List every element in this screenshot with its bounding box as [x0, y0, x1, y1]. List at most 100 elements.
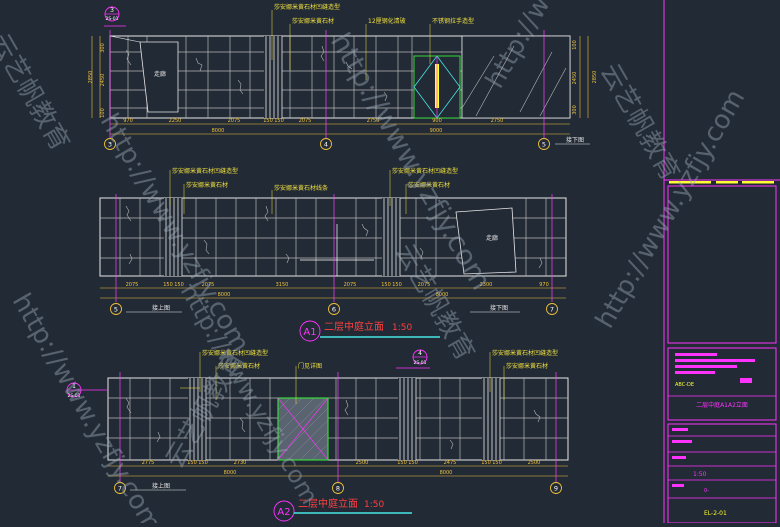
- watermark-brand: 云艺帆教育: [0, 29, 75, 157]
- stone-texture: [285, 253, 290, 264]
- title-block-strip: [669, 181, 711, 184]
- a1-outline: [99, 197, 567, 277]
- stone-texture: [237, 79, 244, 95]
- stone-texture: [195, 57, 203, 72]
- axis-bubble: [320, 138, 332, 150]
- stone-texture: [264, 205, 269, 222]
- axis-bubble: [332, 482, 344, 494]
- dimension-value: 2500: [528, 460, 541, 466]
- dimension-value: 150: [381, 282, 391, 288]
- title-block-text-bar: [675, 359, 755, 362]
- title-block-frame-bottom: [667, 423, 777, 524]
- section-reference: 2S-01: [105, 16, 118, 22]
- stone-texture: [344, 399, 349, 416]
- a2-dimension-texts: 2775 150 150 2730 2500 150 150 2475 150 …: [142, 460, 541, 476]
- axis-bubbles: 5 6 7: [110, 303, 558, 315]
- door-hatch: [277, 397, 329, 461]
- label-stone: 莎安娜米黄石材: [408, 181, 450, 189]
- view-title: 二层中庭立面: [298, 497, 358, 510]
- dimension-value: 150: [397, 460, 407, 466]
- sheet-number: EL-2-01: [704, 510, 727, 517]
- hatch-line: [277, 397, 291, 411]
- dimension-value: 2075: [299, 118, 312, 124]
- stone-texture: [128, 253, 133, 265]
- watermark-brand: 云艺帆教育: [594, 59, 685, 187]
- axis-label: 5: [542, 141, 546, 149]
- corridor-label: 走廊: [154, 70, 166, 78]
- axis-lines: [119, 372, 557, 482]
- axis-label: 7: [550, 306, 554, 314]
- top-elevation: 走廊 970 2250 2075 15: [88, 3, 598, 150]
- continuation-note-right: 接下图: [490, 304, 508, 312]
- axis-label: 4: [324, 141, 328, 149]
- dimension-total: 8000: [436, 292, 449, 298]
- dimension-value: 2075: [126, 282, 139, 288]
- stone-texture: [538, 257, 543, 269]
- dimension-value: 2475: [444, 460, 457, 466]
- title-block-mark: [740, 378, 752, 383]
- top-leaders: [271, 10, 431, 80]
- a1-dimensions: [100, 287, 566, 299]
- height-value-left: 300: [100, 43, 106, 53]
- section-number: 1: [72, 383, 76, 390]
- height-value-left: 2450: [100, 74, 106, 87]
- dimension-total: 8000: [212, 128, 225, 134]
- dimension-value: 2730: [234, 460, 247, 466]
- dimension-value: 2075: [228, 118, 241, 124]
- dimension-value: 150: [174, 282, 184, 288]
- title-block-text-bar: [675, 365, 737, 368]
- glass-hatch: [519, 51, 553, 113]
- stone-texture: [156, 431, 161, 443]
- height-value-right: 100: [572, 40, 578, 50]
- view-tag: [273, 500, 295, 522]
- section-reference: 2S-01: [413, 360, 426, 366]
- dimension-value: 900: [432, 118, 442, 124]
- axis-bubble: [110, 303, 122, 315]
- watermark-url: http://www.yzfjy.com: [94, 109, 255, 358]
- corridor-opening: [455, 207, 517, 275]
- stone-texture: [203, 239, 210, 255]
- corridor-label: 走廊: [486, 234, 498, 242]
- hatch-line: [277, 397, 327, 447]
- corridor-opening: [139, 41, 179, 113]
- dimension-value: 2075: [202, 282, 215, 288]
- stone-texture: [125, 49, 132, 66]
- section-number: 4: [418, 350, 422, 357]
- stone-seam-band: [398, 378, 416, 460]
- a2-leaders: [180, 352, 505, 404]
- view-scale: 1:50: [364, 500, 384, 510]
- dimension-value: 2750: [491, 118, 504, 124]
- height-value-left: 100: [100, 108, 106, 118]
- dimension-value: 2300: [480, 282, 493, 288]
- title-block-scale: 1:50: [693, 471, 707, 478]
- title-block-text-bar: [675, 353, 717, 356]
- section-reference: 2S-01: [67, 393, 80, 399]
- label-door-detail: 门见详图: [298, 362, 322, 370]
- axis-bubble: [538, 138, 550, 150]
- dimension-value: 2750: [367, 118, 380, 124]
- axis-bubble: [104, 138, 116, 150]
- axis-label: 5: [114, 306, 118, 314]
- label-stone: 莎安娜米黄石材: [218, 362, 260, 370]
- dimension-value: 150: [198, 460, 208, 466]
- height-total-left: 2850: [88, 71, 94, 84]
- stone-seam-band: [164, 198, 182, 276]
- hatch-line: [311, 443, 329, 461]
- title-block-marker-a: ABC-DE: [675, 382, 694, 388]
- label-stone-seam: 莎安娜米黄石材凹缝造型: [172, 167, 238, 175]
- height-value-right: 300: [572, 105, 578, 115]
- glass-hatch: [475, 45, 515, 117]
- axis-lines: [109, 30, 545, 138]
- title-block-strip: [742, 181, 774, 184]
- top-dimension-texts: 970 2250 2075 150 150 2075 2750 900 2750…: [88, 40, 598, 134]
- continuation-note: 接下图: [566, 136, 584, 144]
- dimension-value: 150: [163, 282, 173, 288]
- label-stone-seam: 莎安娜米黄石材凹缝造型: [392, 167, 458, 175]
- a1-dimension-texts: 2075 150 150 2075 3150 2075 150 150 2075…: [126, 282, 549, 298]
- glass-panel: [461, 35, 571, 119]
- watermark-url: http://www.yzfjy.com: [6, 289, 167, 524]
- title-block-frame-lower: [667, 347, 777, 421]
- dimension-value: 2500: [356, 460, 369, 466]
